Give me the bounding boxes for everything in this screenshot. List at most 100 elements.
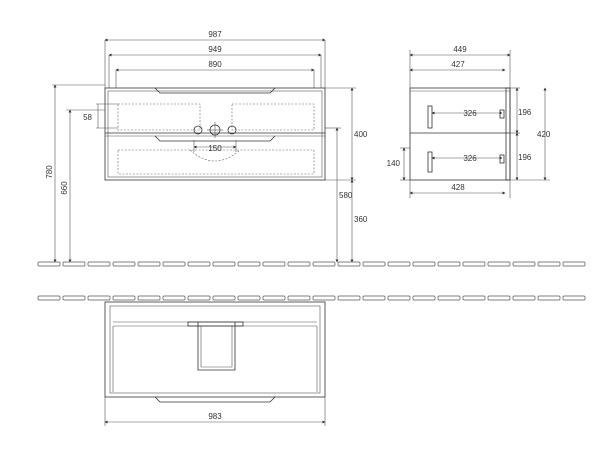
dim-label: 196	[518, 153, 532, 162]
floor-segment	[187, 261, 211, 267]
floor-segment	[312, 295, 336, 301]
floor-segment	[262, 261, 286, 267]
floor-segment	[137, 261, 161, 267]
dimension-360: 360	[350, 179, 368, 263]
dimension-150: 150	[193, 140, 237, 153]
dim-label: 780	[45, 165, 54, 179]
dimension-196-bottom: 196	[515, 132, 532, 181]
floor-segment	[287, 295, 311, 301]
dimension-949: 949	[108, 45, 322, 88]
dim-label: 580	[339, 191, 353, 200]
dimension-428: 428	[409, 180, 511, 198]
floor-segment	[112, 261, 136, 267]
upper-drawer-front	[427, 105, 433, 129]
floor-segment	[262, 295, 286, 301]
floor-segment	[212, 295, 236, 301]
floor-segment	[237, 295, 261, 301]
floor-line-lower	[37, 295, 586, 301]
floor-segment	[487, 295, 511, 301]
floor-segment	[437, 295, 461, 301]
dimension-326-top: 326	[431, 109, 503, 118]
floor-segment	[62, 295, 86, 301]
dim-label: 140	[387, 159, 401, 168]
floor-segment	[362, 261, 386, 267]
floor-segment	[562, 261, 586, 267]
floor-segment	[437, 261, 461, 267]
dimension-400: 400	[325, 87, 368, 181]
dim-label: 987	[208, 30, 222, 39]
dimension-58: 58	[83, 103, 118, 129]
floor-segment	[287, 261, 311, 267]
floor-segment	[37, 295, 61, 301]
dim-label: 360	[354, 215, 368, 224]
dim-label: 196	[518, 108, 532, 117]
floor-segment	[212, 261, 236, 267]
dim-label: 949	[208, 45, 222, 54]
dimension-780: 780	[45, 84, 105, 263]
cabinet-body	[104, 87, 326, 181]
dimension-660: 660	[60, 109, 105, 263]
lower-drawer-interior	[117, 149, 315, 175]
dim-label: 326	[463, 109, 477, 118]
floor-segment	[37, 261, 61, 267]
floor-segment	[62, 261, 86, 267]
floor-segment	[87, 295, 111, 301]
front-view: 987 949 890 780 660 58	[45, 30, 368, 263]
floor-segment	[512, 261, 536, 267]
dim-label: 58	[83, 113, 92, 122]
floor-segment	[462, 261, 486, 267]
lower-drawer-front	[427, 151, 433, 173]
dim-label: 150	[208, 144, 222, 153]
dim-label: 400	[354, 130, 368, 139]
upper-drawer-right-interior	[231, 103, 315, 131]
dimension-140: 140	[387, 147, 410, 181]
side-view: 449 427 326 326 428 196 196	[387, 45, 551, 198]
side-cabinet-body	[409, 87, 511, 181]
floor-segment	[487, 261, 511, 267]
floor-segment	[562, 295, 586, 301]
plan-handle-groove	[154, 396, 276, 403]
siphon-fittings	[193, 122, 237, 138]
floor-segment	[137, 295, 161, 301]
dim-label: 428	[451, 183, 465, 192]
dim-label: 449	[453, 45, 467, 54]
floor-segment	[112, 295, 136, 301]
dim-label: 890	[208, 60, 222, 69]
siphon-cutout	[189, 149, 241, 162]
floor-segment	[387, 261, 411, 267]
upper-drawer-left-interior	[117, 103, 201, 131]
dim-label: 326	[463, 154, 477, 163]
dimension-326-bottom: 326	[431, 154, 503, 163]
dimension-890: 890	[115, 60, 315, 88]
dimension-196-top: 196	[510, 87, 532, 134]
plan-view: 983	[104, 301, 326, 426]
floor-segment	[312, 261, 336, 267]
dimension-983: 983	[104, 397, 326, 426]
floor-segment	[512, 295, 536, 301]
plan-cabinet-outline	[104, 301, 326, 398]
dim-label: 427	[451, 60, 465, 69]
dimension-580: 580	[325, 127, 353, 263]
floor-segment	[362, 295, 386, 301]
dimension-427: 427	[409, 60, 506, 72]
dim-label: 983	[208, 412, 222, 421]
floor-segment	[337, 261, 361, 267]
dimension-987: 987	[104, 30, 326, 88]
dim-label: 420	[537, 130, 551, 139]
floor-segment	[412, 295, 436, 301]
wall-bracket	[505, 87, 511, 181]
dimension-420: 420	[510, 87, 551, 181]
floor-segment	[237, 261, 261, 267]
floor-segment	[187, 295, 211, 301]
floor-segment	[537, 261, 561, 267]
floor-line-upper	[37, 261, 586, 267]
floor-segment	[337, 295, 361, 301]
top-handle-groove	[154, 87, 276, 94]
dim-label: 660	[60, 181, 69, 195]
floor-segment	[162, 261, 186, 267]
floor-segment	[162, 295, 186, 301]
floor-segment	[537, 295, 561, 301]
floor-segment	[412, 261, 436, 267]
bottom-handle-groove	[154, 135, 276, 142]
